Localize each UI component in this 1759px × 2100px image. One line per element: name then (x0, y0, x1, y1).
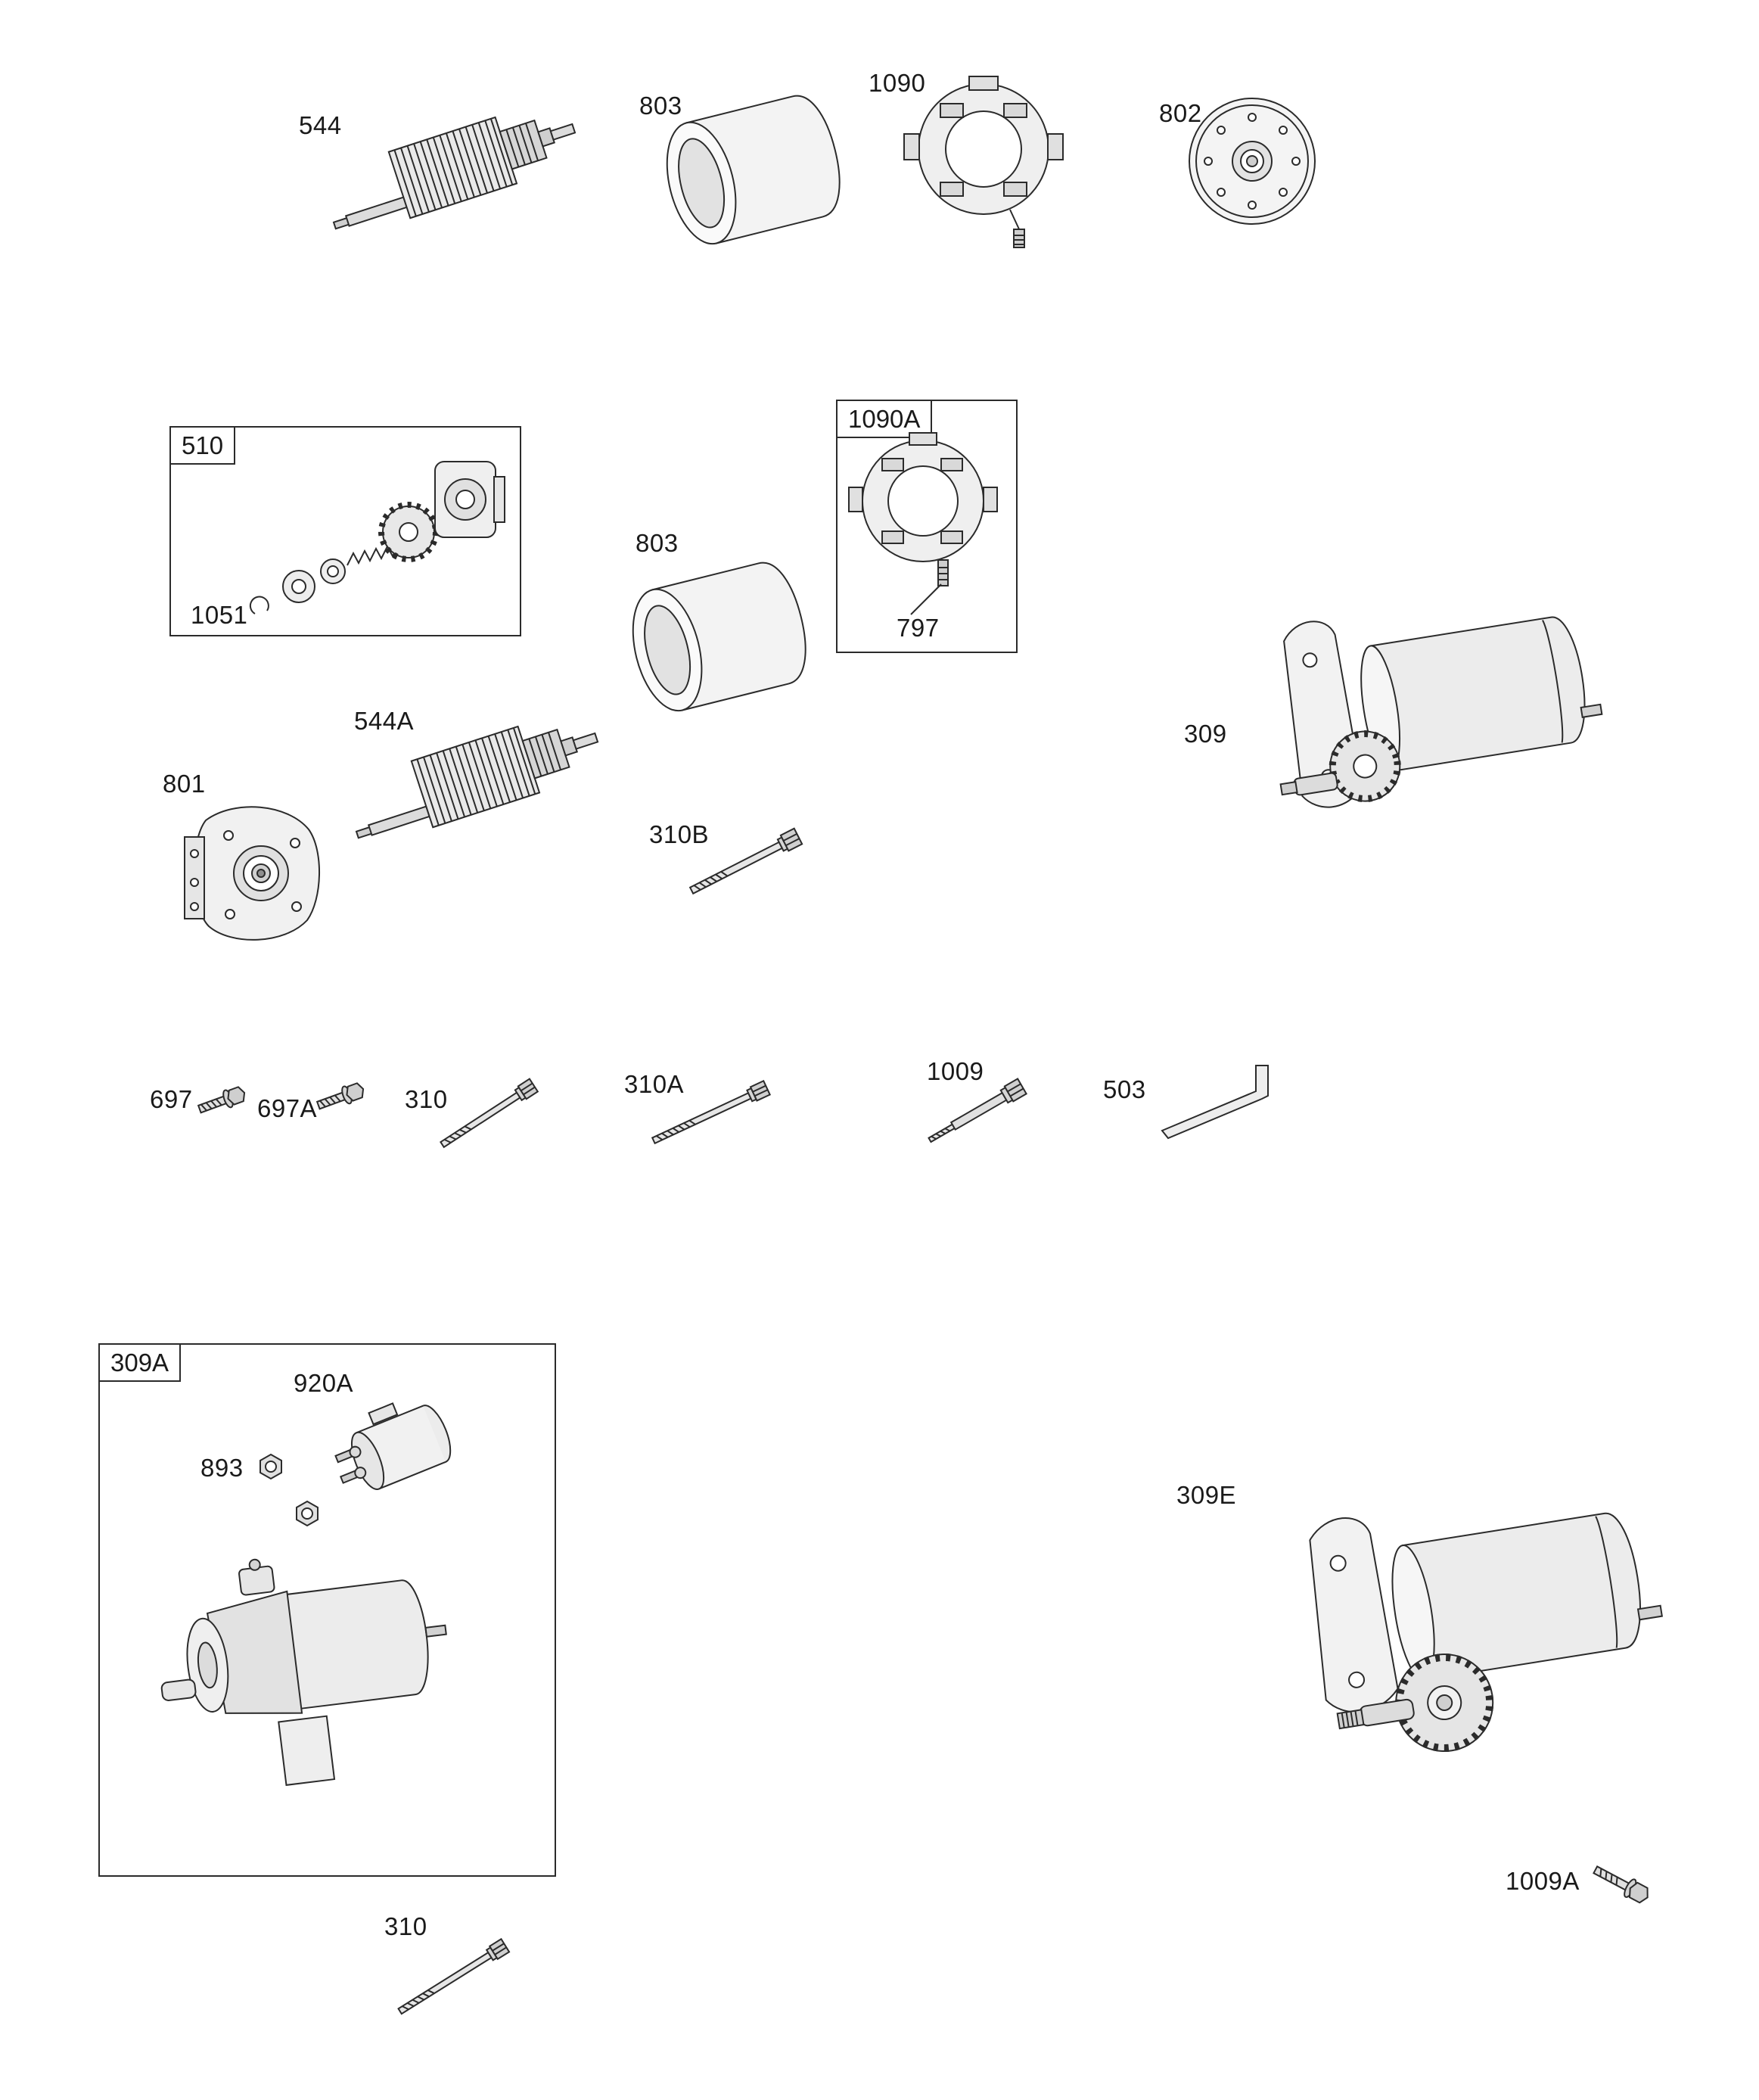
part-503-bracket (1156, 1058, 1292, 1141)
part-309E-starter-motor (1237, 1472, 1691, 1812)
part-1009-bolt (912, 1056, 1040, 1169)
callout-309: 309 (1184, 720, 1227, 748)
callout-697: 697 (150, 1085, 193, 1113)
part-310-bolt-bottom (382, 1918, 533, 2032)
starter-motor-drawing (1279, 616, 1603, 808)
callout-1009A: 1009A (1506, 1867, 1580, 1895)
part-1090-brush-holder (897, 64, 1071, 261)
part-920A-solenoid (325, 1389, 469, 1517)
part-309-starter-motor (1241, 571, 1634, 889)
part-697A-screw (306, 1071, 374, 1124)
part-544A-armature (340, 681, 613, 870)
part-309A-starter-motor (125, 1525, 458, 1828)
end-cap-drawing (1189, 98, 1316, 225)
bolt-drawing (928, 1078, 1027, 1143)
starter-motor-drawing (160, 1558, 447, 1786)
sleeve-drawing (666, 95, 841, 245)
bolt-drawing (651, 1080, 771, 1145)
group-tag-1090A: 1090A (836, 400, 933, 438)
part-310A-bolt (639, 1063, 798, 1158)
callout-310B: 310B (649, 820, 710, 848)
callout-544A: 544A (354, 707, 415, 735)
drive-assembly-drawing (249, 461, 505, 614)
group-box-309A: 309A (98, 1343, 556, 1877)
brush-holder-drawing (903, 76, 1064, 248)
screw-drawing (315, 1082, 365, 1110)
callout-803-mid: 803 (636, 529, 679, 557)
callout-803-top: 803 (639, 92, 682, 120)
brush-holder-drawing (848, 432, 998, 615)
callout-309E: 309E (1176, 1481, 1237, 1509)
part-803-sleeve-top (647, 72, 859, 269)
bolt-drawing (688, 827, 803, 895)
callout-310-mid: 310 (405, 1085, 448, 1113)
starter-motor-drawing (1309, 1512, 1663, 1753)
callout-1090: 1090 (869, 69, 926, 97)
armature-drawing (332, 116, 576, 230)
callout-310-bottom: 310 (384, 1912, 427, 1940)
group-box-510: 510 (169, 426, 521, 636)
part-510-drive-assembly (178, 443, 511, 632)
bolt-drawing (397, 1937, 511, 2015)
part-893-nuts (242, 1444, 340, 1535)
bracket-drawing (1161, 1065, 1269, 1140)
leader-line-797 (910, 583, 942, 615)
callout-310A: 310A (624, 1070, 685, 1098)
part-310B-bolt (673, 806, 832, 912)
bolt-drawing (440, 1078, 539, 1149)
part-801-end-plate (174, 793, 340, 956)
end-plate-drawing (184, 806, 320, 941)
part-310-bolt-mid (424, 1056, 560, 1169)
part-1090A-brush-holder (841, 424, 1008, 643)
sleeve-drawing (632, 562, 806, 712)
part-544-armature (318, 72, 590, 261)
nut-drawing (259, 1453, 319, 1527)
callout-797: 797 (897, 614, 940, 642)
part-803-sleeve-mid (613, 539, 825, 736)
callout-1051: 1051 (191, 601, 248, 629)
callout-920A: 920A (294, 1369, 354, 1397)
part-697-screw (188, 1075, 256, 1128)
callout-801: 801 (163, 770, 206, 798)
screw-drawing (197, 1086, 246, 1114)
callout-893: 893 (200, 1454, 244, 1482)
armature-drawing (355, 725, 599, 839)
screw-drawing (1593, 1865, 1649, 1904)
callout-544: 544 (299, 111, 342, 139)
part-802-end-cap (1176, 82, 1328, 241)
callout-697A: 697A (257, 1094, 318, 1122)
callout-1009: 1009 (927, 1057, 984, 1085)
part-1009A-screw (1581, 1846, 1664, 1922)
group-box-1090A: 1090A (836, 400, 1018, 653)
solenoid-drawing (334, 1402, 452, 1490)
callout-503: 503 (1103, 1075, 1146, 1103)
group-tag-309A: 309A (98, 1343, 182, 1382)
callout-802: 802 (1159, 99, 1202, 127)
group-tag-510: 510 (169, 426, 236, 465)
